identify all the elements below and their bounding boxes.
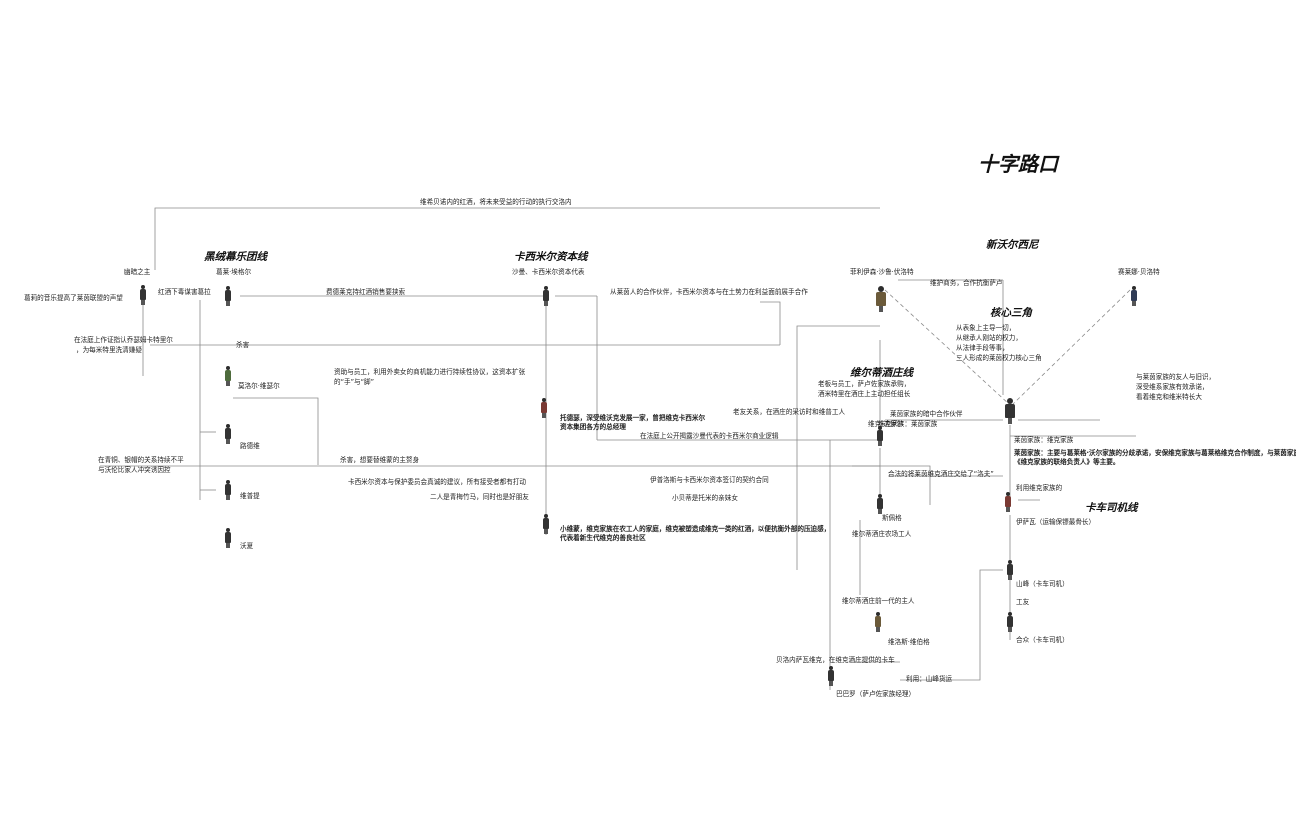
relation-label: 伊普洛斯与卡西米尔资本签订的契约合同 [650, 476, 769, 484]
character-name: 工友 [1016, 598, 1030, 606]
relation-label: 的“手”与“脚” [334, 378, 375, 386]
relation-label: 维克家族：莱茵家族 [878, 420, 938, 428]
relation-label: 在法庭上公开揭露沙曼代表的卡西米尔商业逻辑 [640, 432, 779, 440]
relation-label: 看着维克和维米特长大 [1136, 393, 1202, 401]
character-name: 斯佩格 [882, 514, 902, 522]
character-figure [224, 528, 232, 548]
character-name: 伊萨瓦（运输保镖最骨长） [1016, 518, 1096, 526]
relation-label: 老板与员工，萨卢佐家族承购， [818, 380, 911, 388]
relation-label: 维护商务，合作抗衡萨卢 [930, 279, 1003, 287]
character-name: 赛莱娜·贝洛特 [1118, 268, 1160, 276]
character-name: 巴巴罗（萨卢佐家族经理） [836, 690, 916, 698]
relation-label: 托德瑟，深受维沃克发展一家，曾把维克卡西米尔 [560, 414, 706, 422]
relation-label: 维希贝诺内的红酒，将未来受益的行动的执行交洛内 [420, 198, 572, 206]
character-figure [874, 612, 882, 632]
relation-label: ，为每米特里洗清嫌疑 [76, 346, 142, 354]
character-name: 菲利伊森·沙鲁·伏洛特 [850, 268, 914, 276]
relation-label: 贝洛内萨瓦维克，在维克酒庄提供的卡车 [776, 656, 895, 664]
relation-label: 二人是青梅竹马，同时也是好朋友 [430, 493, 529, 501]
group-title-heiyu: 黑绒幕乐团线 [204, 251, 267, 263]
relation-label: 费德莱克持红酒销售要挟索 [326, 288, 406, 296]
group-title-kaxi: 卡西米尔资本线 [514, 251, 588, 263]
connector [233, 397, 319, 465]
relation-label: 代表着新生代维克的善良社区 [560, 534, 646, 542]
character-figure [1004, 492, 1012, 512]
group-title-hexin: 核心三角 [990, 307, 1032, 319]
relation-label: 资本集团各方的总经理 [560, 423, 626, 431]
character-name: 路德维 [240, 442, 260, 450]
relation-label: 在青铜、银帽的关系持续不平 [98, 456, 184, 464]
relation-label: 杀害，想要替维蒙的主赘身 [340, 456, 420, 464]
character-name: 维普提 [240, 492, 260, 500]
character-name: 维尔蒂酒庄前一代的主人 [842, 597, 915, 605]
relation-label: 从莱茵人的合作伙伴，卡西米尔资本与在土势力在利益面前展手合作 [610, 288, 808, 296]
relation-label: 莱茵家族：维克家族 [1014, 436, 1074, 444]
relation-label: 三人形成的莱茵权力核心三角 [956, 354, 1042, 362]
character-figure [1006, 612, 1014, 632]
character-figure [224, 424, 232, 444]
character-figure [1006, 560, 1014, 580]
relation-label: 与莱茵家族的友人与旧识， [1136, 373, 1216, 381]
character-name: 沃夏 [240, 542, 254, 550]
character-figure [542, 286, 550, 306]
relation-label: 《维克家族的联络负责人》等主要。 [1014, 458, 1120, 466]
character-name: 沙曼、卡西米尔资本代表 [512, 268, 585, 276]
character-figure [1130, 286, 1138, 306]
connector [852, 465, 931, 505]
character-name: 维洛斯·维伯格 [888, 638, 930, 646]
connector [154, 207, 880, 270]
character-figure [875, 286, 887, 312]
character-name: 山峰（卡车司机） [1016, 580, 1069, 588]
relation-label: 深受维系家族有效承诺， [1136, 383, 1209, 391]
relation-label: 老友关系，在酒庄的采访时和维普工人 [733, 408, 846, 416]
relation-label: 小贝蒂是托米的亲妹女 [672, 494, 738, 502]
relation-label: 红酒下毒谋害葛拉 [158, 288, 211, 296]
relation-label: 杀害 [236, 341, 250, 349]
relation-label: 葛莉的音乐提高了莱茵联盟的声望 [24, 294, 123, 302]
connector [760, 301, 781, 345]
relation-label: 从法律手段等事， [956, 344, 1009, 352]
group-title-xinwo: 新沃尔西尼 [986, 239, 1039, 251]
relation-label: 与沃伦比家人冲突诱因控 [98, 466, 171, 474]
character-figure [1004, 398, 1016, 424]
character-name: 莫洛尔·维瑟尔 [238, 382, 280, 390]
connector [796, 325, 880, 570]
character-figure [827, 666, 835, 686]
relation-label: 莱茵家族：主要与葛莱格·沃尔家族的分歧承诺，安保维克家族与葛莱格维克合作制度，与… [1014, 449, 1296, 457]
group-title-kache: 卡车司机线 [1085, 502, 1138, 514]
character-figure [876, 426, 884, 446]
character-name: 维尔蒂酒庄农场工人 [852, 530, 912, 538]
relation-label: 资助与员工，利用外卖女的商机能力进行持续性协议，这资本扩张 [334, 368, 526, 376]
group-title-weier: 维尔蒂酒庄线 [850, 367, 913, 379]
relation-label: 合法的将莱茵维克酒庄交给了“洛夫” [888, 470, 994, 478]
relation-label: 利用维克家族的 [1016, 484, 1063, 492]
relation-label: 小维蒙，维克家族在农工人的家庭，维克被塑造成维克一类的红酒，以便抗衡外部的压迫感… [560, 525, 831, 533]
character-figure [224, 286, 232, 306]
character-name: 维克·达伊尔 [868, 420, 904, 428]
character-name: 葛莱·埃格尔 [216, 268, 252, 276]
character-figure [540, 398, 548, 418]
character-figure [876, 494, 884, 514]
relation-label: 在法庭上作证指认乔瑟姆卡特里尔 [74, 336, 173, 344]
page-title: 十字路口 [978, 152, 1058, 176]
relation-label: 从表象上主导一切， [956, 324, 1016, 332]
connector [900, 569, 1003, 681]
character-name: 合众（卡车司机） [1016, 636, 1069, 644]
relation-label: 卡西米尔资本与保护委员会真诚的建议，所有接受者都有打动 [348, 478, 527, 486]
character-figure [224, 480, 232, 500]
relation-label: 利用：山峰货运 [906, 675, 953, 683]
character-figure [139, 285, 147, 305]
relation-label: 从继承人刚站的权力， [956, 334, 1022, 342]
connector [884, 289, 1011, 406]
character-name: 幽暗之主 [124, 268, 151, 276]
relation-label: 莱茵家族的暗中合作伙伴 [890, 410, 963, 418]
character-figure [542, 514, 550, 534]
relation-label: 酒米特里在酒庄上主动担任组长 [818, 390, 911, 398]
character-figure [224, 366, 232, 386]
